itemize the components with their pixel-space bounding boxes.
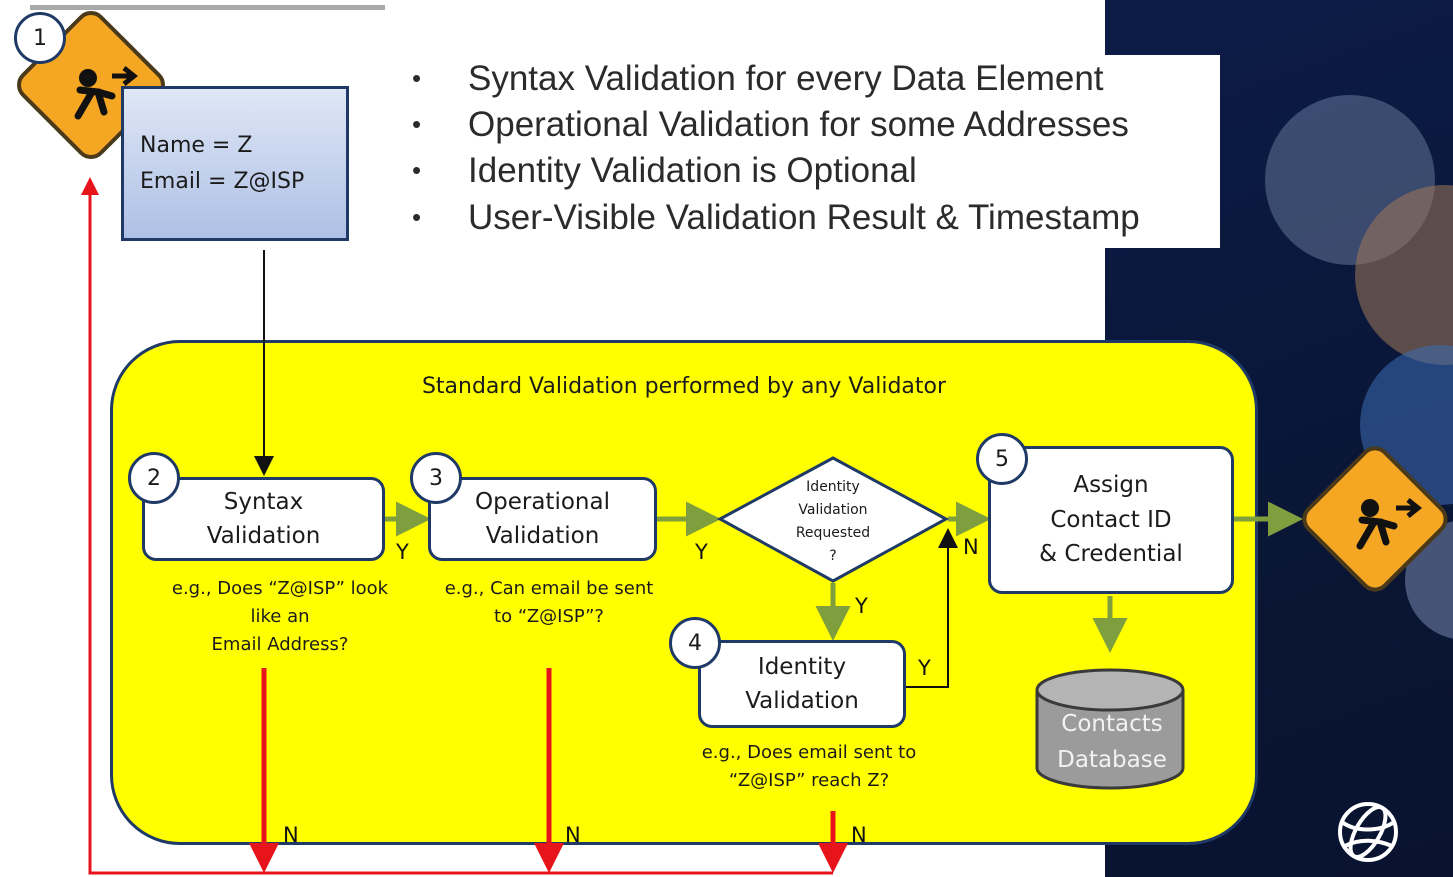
yes-label: Y xyxy=(918,656,931,680)
step-label: Syntax Validation xyxy=(206,488,321,550)
name-value: Name = Z xyxy=(140,133,253,158)
yes-label: Y xyxy=(855,594,868,618)
decision-diamond xyxy=(716,456,950,583)
globe-logo-icon xyxy=(1338,802,1398,862)
step-number-badge: 5 xyxy=(976,433,1028,485)
syntax-validation-box: Syntax Validation xyxy=(142,477,385,561)
bullet-list: •Syntax Validation for every Data Elemen… xyxy=(400,55,1220,248)
step-label: Assign Contact ID & Credential xyxy=(1039,472,1183,568)
identity-caption: e.g., Does email sent to “Z@ISP” reach Z… xyxy=(701,742,917,791)
operational-validation-box: Operational Validation xyxy=(428,477,657,561)
decision-label: Identity Validation Requested ? xyxy=(795,479,871,564)
no-label: N xyxy=(283,823,299,847)
operational-caption: e.g., Can email be sent to “Z@ISP”? xyxy=(444,578,654,627)
step-number-badge: 1 xyxy=(14,12,66,64)
no-label: N xyxy=(963,535,979,559)
no-label: N xyxy=(565,823,581,847)
reject-return-line xyxy=(81,177,833,875)
step-number-badge: 3 xyxy=(410,452,462,504)
input-record-box: Name = Z Email = Z@ISP xyxy=(121,86,349,241)
syntax-caption: e.g., Does “Z@ISP” look like an Email Ad… xyxy=(171,578,389,655)
step-label: Operational Validation xyxy=(475,488,610,550)
step-number-badge: 2 xyxy=(128,452,180,504)
email-value: Email = Z@ISP xyxy=(140,169,305,194)
yes-label: Y xyxy=(396,540,409,564)
validation-title: Standard Validation performed by any Val… xyxy=(421,374,947,399)
database-icon xyxy=(1035,668,1185,790)
divider xyxy=(30,5,385,10)
step-number-badge: 4 xyxy=(669,617,721,669)
identity-validation-box: Identity Validation xyxy=(698,640,906,728)
assign-contact-box: Assign Contact ID & Credential xyxy=(988,446,1234,594)
step-label: Identity Validation xyxy=(745,653,859,715)
database-label: Contacts Database xyxy=(1057,711,1167,773)
exit-sign-icon xyxy=(1302,446,1448,592)
yes-label: Y xyxy=(695,540,708,564)
no-label: N xyxy=(851,823,867,847)
return-arrow xyxy=(906,528,958,688)
